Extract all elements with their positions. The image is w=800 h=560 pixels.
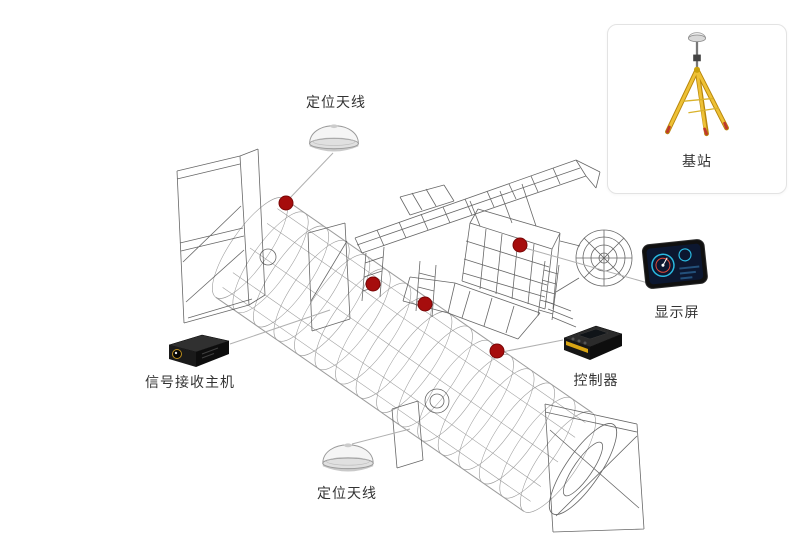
controller-label: 控制器 (573, 372, 619, 388)
receiver-label: 信号接收主机 (145, 374, 235, 390)
install-point-markers (278, 195, 528, 359)
display-label: 显示屏 (654, 304, 700, 320)
gnss-antenna-top-icon (309, 124, 359, 152)
controller-device-icon (563, 325, 623, 360)
install-point-dot (278, 195, 294, 211)
tank-cylinder-mesh (212, 197, 596, 513)
machine-upper-structure (354, 159, 633, 340)
display-device-icon (641, 239, 708, 289)
connector-lines (229, 152, 649, 445)
install-point-dot (417, 296, 433, 312)
gnss-antenna-bottom-icon (322, 443, 374, 472)
base-station-label: 基站 (682, 153, 712, 169)
antenna-bottom-label: 定位天线 (317, 485, 377, 501)
tripod-icon (665, 32, 729, 137)
install-point-dot (512, 237, 528, 253)
right-end-frame (544, 403, 645, 533)
tank-details (259, 222, 450, 469)
left-end-frame (176, 148, 266, 324)
install-point-dot (489, 343, 505, 359)
install-point-dot (365, 276, 381, 292)
receiver-device-icon (168, 334, 230, 367)
antenna-top-label: 定位天线 (306, 94, 366, 110)
base-station-panel: 基站 (607, 24, 787, 194)
